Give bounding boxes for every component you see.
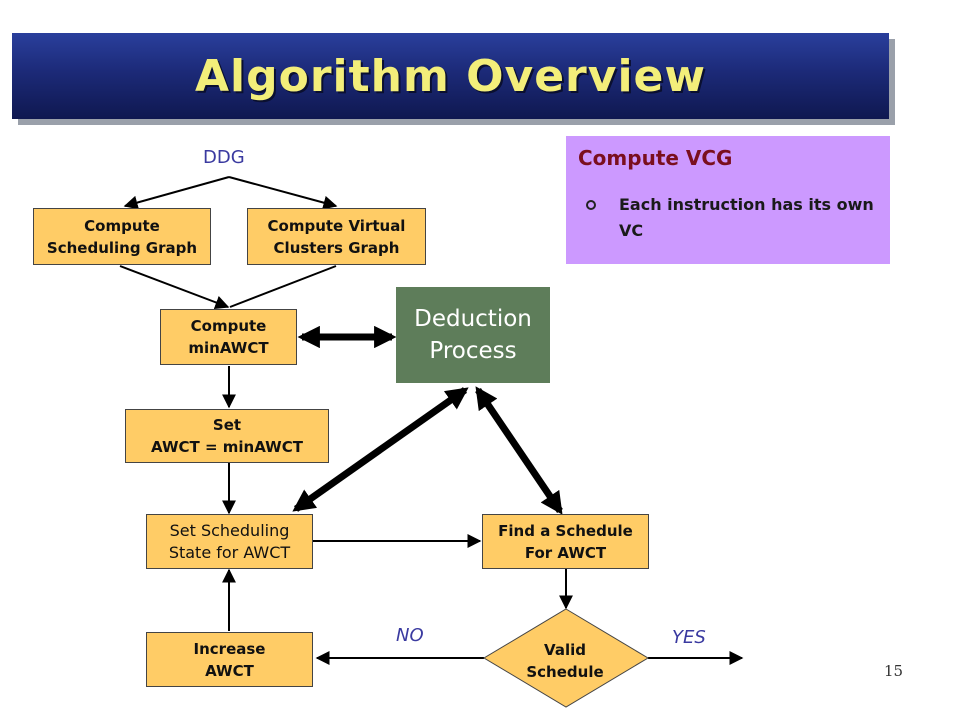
set-scheduling-state-box: Set Scheduling State for AWCT	[146, 514, 313, 569]
page-number: 15	[884, 662, 904, 680]
increase-awct-box: Increase AWCT	[146, 632, 313, 687]
arrow-ddg-to-virtual-clusters	[228, 176, 338, 210]
arrow-scheduling-graph-to-minawct	[119, 265, 230, 310]
bidirectional-arrow-find-schedule-deduction	[475, 386, 563, 515]
panel-bullet-text: Each instruction has its own VC	[619, 195, 874, 240]
slide-title: Algorithm Overview	[194, 50, 707, 102]
compute-virtual-clusters-graph-box: Compute Virtual Clusters Graph	[247, 208, 426, 265]
panel-heading: Compute VCG	[578, 146, 733, 170]
ddg-label: DDG	[203, 147, 245, 168]
find-schedule-box: Find a Schedule For AWCT	[482, 514, 649, 569]
compute-minawct-box: Compute minAWCT	[160, 309, 297, 365]
valid-schedule-diamond	[483, 608, 649, 708]
compute-scheduling-graph-box: Compute Scheduling Graph	[33, 208, 211, 265]
arrow-ddg-to-scheduling-graph	[123, 176, 230, 210]
arrow-virtual-clusters-to-minawct	[229, 265, 337, 308]
valid-schedule-label: Valid Schedule	[526, 641, 604, 681]
no-branch-label: NO	[396, 625, 424, 646]
compute-vcg-panel: Compute VCG Each instruction has its own…	[566, 136, 890, 264]
bullet-circle-icon	[586, 200, 596, 210]
yes-branch-label: YES	[672, 627, 706, 648]
deduction-process-box: Deduction Process	[396, 287, 550, 383]
title-bar: Algorithm Overview	[12, 33, 889, 119]
set-awct-box: Set AWCT = minAWCT	[125, 409, 329, 463]
bidirectional-arrow-set-state-deduction	[292, 387, 469, 512]
